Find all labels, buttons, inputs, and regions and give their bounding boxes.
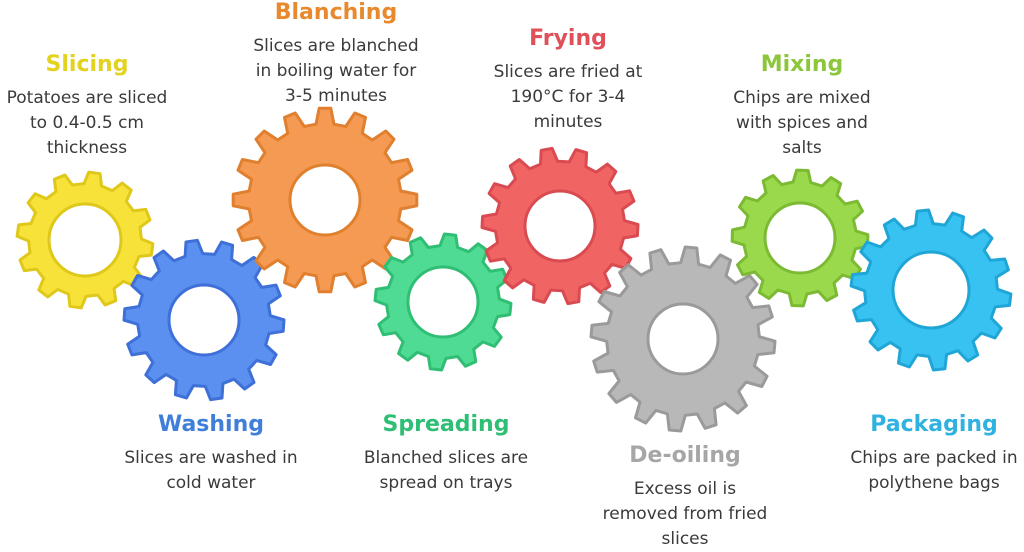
- gear-hole: [47, 202, 123, 278]
- gear-hole: [763, 201, 837, 275]
- gear-hole: [167, 283, 241, 357]
- step-description: Chips are packed in polythene bags: [850, 448, 1018, 493]
- step-description: Slices are fried at 190°C for 3-4 minute…: [493, 62, 643, 132]
- step-description: Slices are washed in cold water: [124, 448, 298, 493]
- step-blanching: Blanching Slices are blanched in boiling…: [221, 0, 451, 109]
- gear-hole: [406, 265, 480, 339]
- gear-hole: [646, 302, 720, 376]
- step-de-oiling: De-oiling Excess oil is removed from fri…: [570, 443, 800, 552]
- step-title: De-oiling: [629, 443, 741, 468]
- gear-hole: [288, 163, 362, 237]
- step-spreading: Spreading Blanched slices are spread on …: [331, 412, 561, 496]
- step-packaging: Packaging Chips are packed in polythene …: [819, 412, 1024, 496]
- gear-packaging-icon: [849, 208, 1013, 372]
- step-title: Frying: [529, 26, 607, 51]
- step-mixing: Mixing Chips are mixed with spices and s…: [687, 52, 917, 161]
- step-title: Mixing: [760, 52, 844, 77]
- step-description: Potatoes are sliced to 0.4-0.5 cm thickn…: [6, 88, 168, 158]
- step-title: Washing: [157, 412, 265, 437]
- step-title: Packaging: [870, 412, 998, 437]
- step-slicing: Slicing Potatoes are sliced to 0.4-0.5 c…: [0, 52, 202, 161]
- gear-hole: [891, 250, 971, 330]
- step-description: Chips are mixed with spices and salts: [733, 88, 871, 158]
- gear-mixing-icon: [730, 168, 870, 308]
- step-description: Excess oil is removed from fried slices: [602, 479, 768, 549]
- step-frying: Frying Slices are fried at 190°C for 3-4…: [453, 26, 683, 135]
- gear-washing-icon: [122, 238, 286, 402]
- gear-de-oiling-icon: [589, 245, 777, 433]
- gear-spreading-icon: [373, 232, 513, 372]
- step-description: Blanched slices are spread on trays: [363, 448, 529, 493]
- gear-hole: [523, 189, 597, 263]
- step-title: Spreading: [382, 412, 510, 437]
- step-washing: Washing Slices are washed in cold water: [96, 412, 326, 496]
- step-title: Slicing: [45, 52, 129, 77]
- gear-slicing-icon: [15, 170, 155, 310]
- step-title: Blanching: [274, 0, 398, 25]
- step-description: Slices are blanched in boiling water for…: [253, 36, 419, 106]
- gear-blanching-icon: [231, 106, 419, 294]
- gear-frying-icon: [480, 146, 640, 306]
